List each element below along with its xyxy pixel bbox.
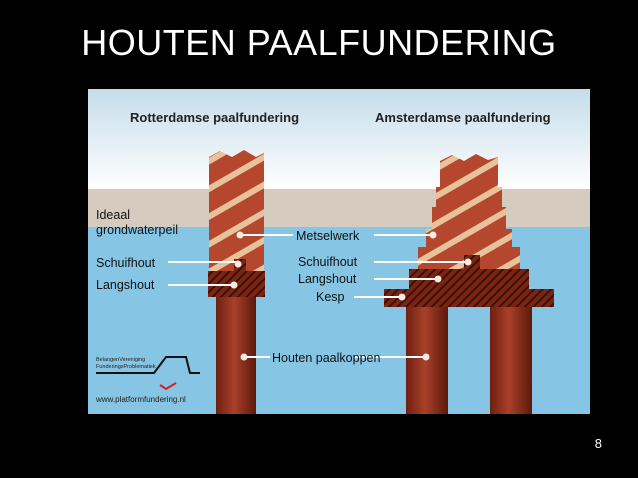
label-houten-paalkoppen: Houten paalkoppen (272, 351, 380, 365)
foundation-diagram: Rotterdamse paalfundering Amsterdamse pa… (88, 89, 590, 414)
logo-url: www.platformfundering.nl (95, 395, 186, 404)
rotterdam-foundation (208, 150, 265, 414)
amsterdam-pile-right (490, 307, 532, 414)
page-number: 8 (594, 436, 602, 451)
logo-house-mark (96, 356, 200, 374)
label-grondwaterpeil: grondwaterpeil (96, 223, 178, 237)
amsterdam-brick-wall (418, 154, 520, 269)
amsterdam-langshout (409, 269, 529, 289)
label-kesp: Kesp (316, 290, 345, 304)
label-langshout-left: Langshout (96, 278, 155, 292)
label-metselwerk: Metselwerk (296, 229, 360, 243)
label-langshout-right: Langshout (298, 272, 357, 286)
amsterdam-pile-left (406, 307, 448, 414)
header-amsterdam: Amsterdamse paalfundering (375, 110, 551, 125)
logo-check-mark (159, 382, 177, 391)
rotterdam-pile (216, 297, 256, 414)
logo-line2: FunderingsProblematiek (96, 364, 156, 370)
label-schuifhout-right: Schuifhout (298, 255, 358, 269)
label-ideaal: Ideaal (96, 208, 130, 222)
leader-lines (168, 231, 472, 361)
rotterdam-brick-wall (209, 150, 264, 271)
logo-line1: BelangenVereniging (96, 357, 145, 363)
amsterdam-foundation (384, 154, 554, 414)
header-rotterdam: Rotterdamse paalfundering (130, 110, 299, 125)
sky-band (88, 89, 590, 189)
foundation-diagram-svg: Rotterdamse paalfundering Amsterdamse pa… (88, 89, 590, 414)
amsterdam-kesp (384, 289, 554, 307)
slide-title: HOUTEN PAALFUNDERING (81, 22, 557, 63)
label-schuifhout-left: Schuifhout (96, 256, 156, 270)
platformfundering-logo: BelangenVereniging FunderingsProblematie… (95, 356, 200, 404)
soil-band (88, 189, 590, 227)
